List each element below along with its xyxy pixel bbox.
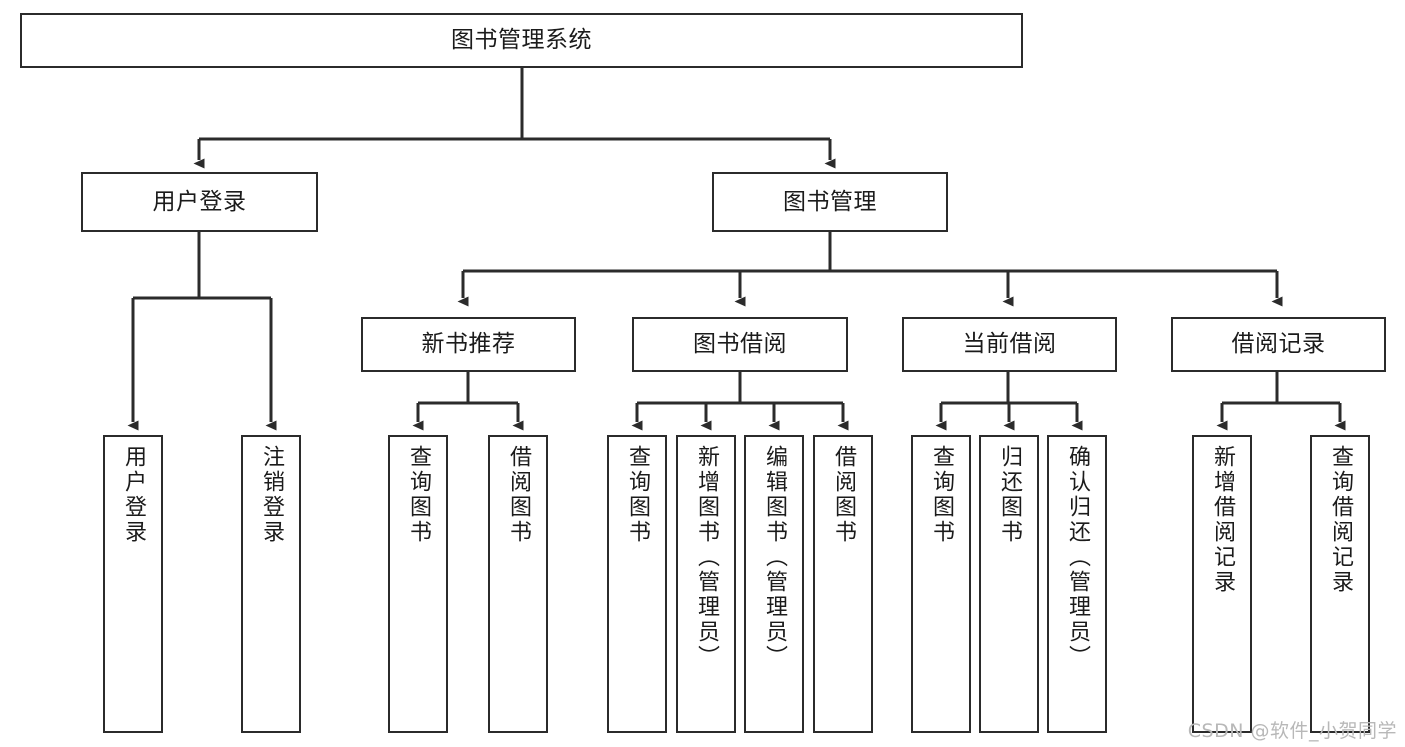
leaf-book-borrow-edit-book-admin[interactable]: 编辑图书（管理员）: [744, 435, 804, 733]
node-label: 查询图书: [929, 445, 954, 545]
leaf-user-login-login[interactable]: 用户登录: [103, 435, 163, 733]
node-label: 注销登录: [259, 445, 284, 545]
node-label: 图书管理: [783, 188, 877, 215]
node-label: 用户登录: [152, 188, 247, 215]
leaf-book-borrow-query-book[interactable]: 查询图书: [607, 435, 667, 733]
node-label: 查询图书: [625, 445, 650, 545]
leaf-new-book-borrow-book[interactable]: 借阅图书: [488, 435, 548, 733]
node-current-borrow[interactable]: 当前借阅: [902, 317, 1117, 372]
node-label: 借阅图书: [831, 445, 856, 545]
leaf-current-borrow-query-book[interactable]: 查询图书: [911, 435, 971, 733]
leaf-current-borrow-return-book[interactable]: 归还图书: [979, 435, 1039, 733]
node-label: 确认归还（管理员）: [1065, 445, 1090, 670]
leaf-current-borrow-confirm-return-admin[interactable]: 确认归还（管理员）: [1047, 435, 1107, 733]
node-book-management[interactable]: 图书管理: [712, 172, 948, 232]
node-label: 用户登录: [121, 445, 146, 545]
node-label: 编辑图书（管理员）: [762, 445, 787, 670]
node-label: 图书借阅: [693, 331, 787, 358]
watermark: CSDN @软件_小贺同学: [1187, 720, 1397, 742]
node-label: 归还图书: [997, 445, 1022, 545]
leaf-book-borrow-add-book-admin[interactable]: 新增图书（管理员）: [676, 435, 736, 733]
leaf-borrow-record-query-record[interactable]: 查询借阅记录: [1310, 435, 1370, 733]
node-label: 借阅记录: [1231, 331, 1326, 358]
node-label: 新增图书（管理员）: [694, 445, 719, 670]
node-label: 借阅图书: [506, 445, 531, 545]
leaf-borrow-record-add-record[interactable]: 新增借阅记录: [1192, 435, 1252, 733]
node-label: 当前借阅: [962, 331, 1057, 358]
node-user-login[interactable]: 用户登录: [81, 172, 318, 232]
node-label: 查询图书: [406, 445, 431, 545]
node-book-borrow[interactable]: 图书借阅: [632, 317, 848, 372]
node-new-book-recommend[interactable]: 新书推荐: [361, 317, 576, 372]
node-label: 新增借阅记录: [1210, 445, 1235, 595]
node-root-book-management-system[interactable]: 图书管理系统: [20, 13, 1023, 68]
leaf-book-borrow-borrow-book[interactable]: 借阅图书: [813, 435, 873, 733]
leaf-user-login-logout[interactable]: 注销登录: [241, 435, 301, 733]
leaf-new-book-query-book[interactable]: 查询图书: [388, 435, 448, 733]
node-label: 新书推荐: [421, 331, 516, 358]
node-borrow-record[interactable]: 借阅记录: [1171, 317, 1386, 372]
node-label: 查询借阅记录: [1328, 445, 1353, 595]
node-label: 图书管理系统: [451, 27, 592, 54]
